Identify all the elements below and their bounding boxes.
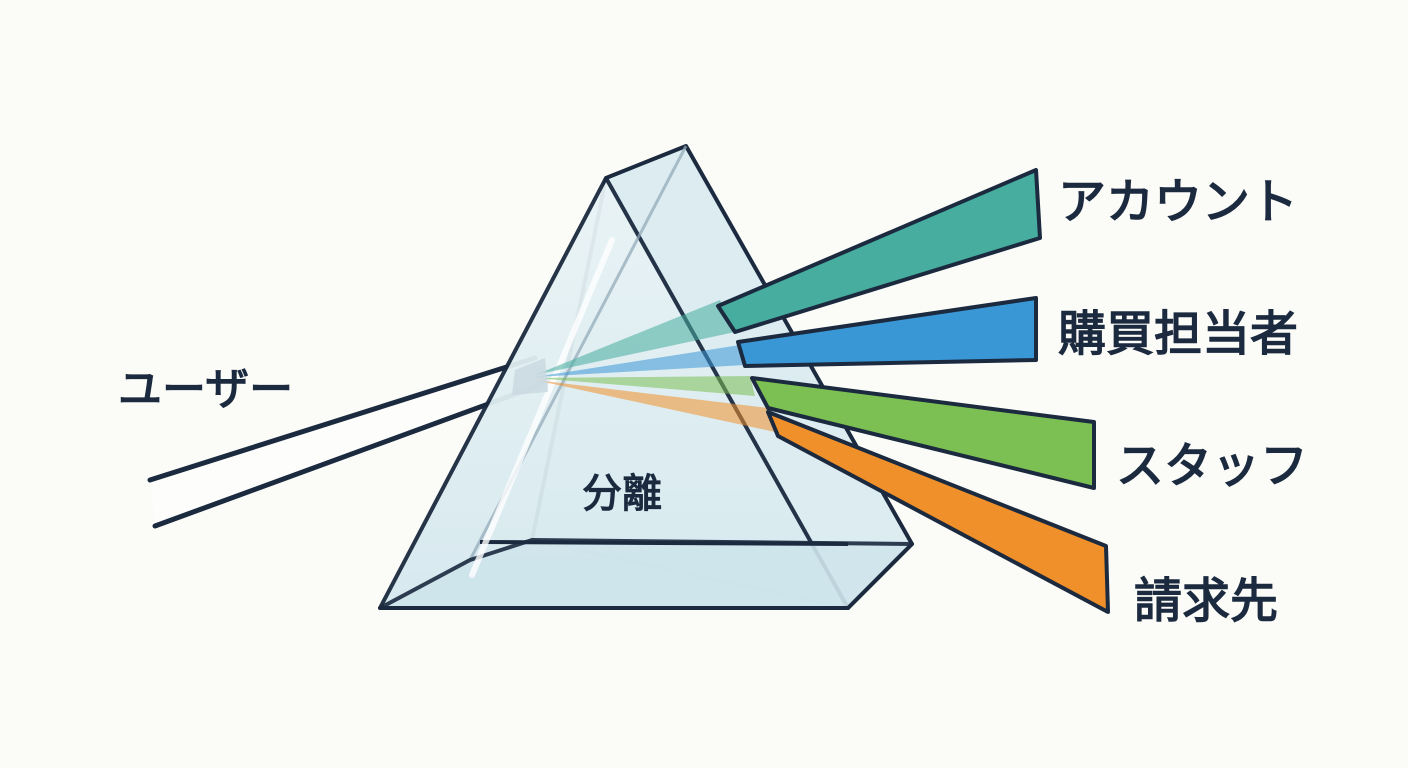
output-label-billing: 請求先 — [1134, 573, 1278, 629]
input-label: ユーザー — [118, 364, 293, 415]
prism-label: 分離 — [582, 471, 662, 517]
beam-account — [716, 168, 1042, 334]
output-label-staff: スタッフ — [1116, 438, 1308, 494]
inner-rays — [512, 300, 775, 432]
output-label-account: アカウント — [1058, 174, 1298, 230]
beam-billing — [766, 410, 1110, 614]
beam-staff — [750, 376, 1096, 490]
output-label-purchaser: 購買担当者 — [1058, 306, 1298, 362]
input-beam — [147, 355, 543, 529]
beam-purchaser — [736, 296, 1038, 368]
output-beams — [716, 168, 1110, 614]
